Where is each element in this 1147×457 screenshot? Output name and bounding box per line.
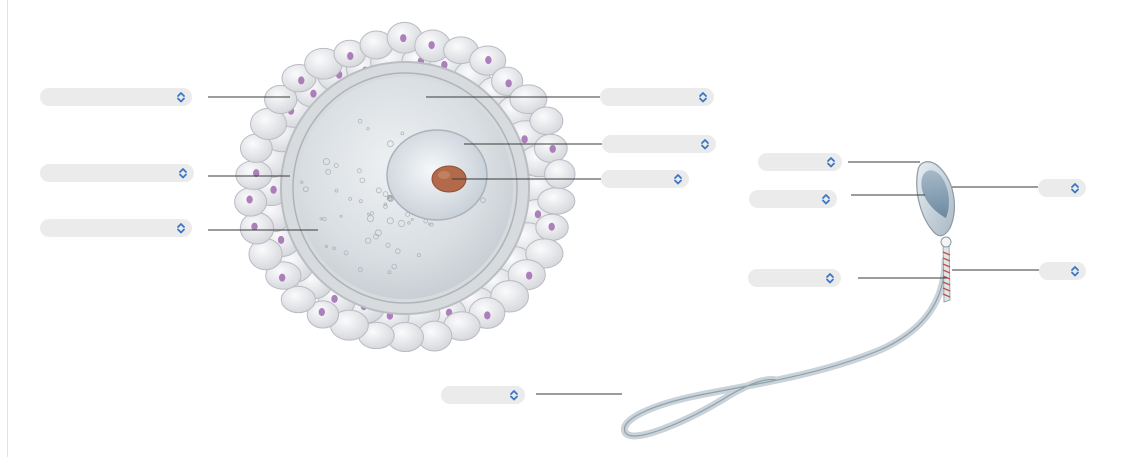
up-down-chevron-icon <box>176 166 190 180</box>
follicle-cell-nucleus <box>310 90 316 98</box>
up-down-chevron-icon <box>823 271 837 285</box>
label-dropdown-3[interactable] <box>40 219 192 237</box>
follicle-cell-nucleus <box>550 145 556 153</box>
follicle-cell-nucleus <box>526 272 532 280</box>
label-dropdown-2[interactable] <box>40 164 194 182</box>
label-dropdown-6[interactable] <box>601 170 689 188</box>
label-dropdown-5[interactable] <box>602 135 716 153</box>
follicle-cell-nucleus <box>347 52 353 60</box>
follicle-cell-nucleus <box>251 223 257 231</box>
follicle-cell-nucleus <box>278 236 284 244</box>
up-down-chevron-icon <box>174 90 188 104</box>
follicle-cell <box>281 286 315 312</box>
follicle-cell-nucleus <box>428 41 434 49</box>
follicle-cell-nucleus <box>548 223 554 231</box>
follicle-cell-nucleus <box>246 196 252 204</box>
follicle-cell-nucleus <box>485 56 491 64</box>
up-down-chevron-icon <box>507 388 521 402</box>
label-dropdown-7[interactable] <box>758 153 842 171</box>
nucleolus-highlight <box>438 171 450 179</box>
up-down-chevron-icon <box>696 90 710 104</box>
follicle-cell-nucleus <box>400 34 406 42</box>
follicle-cell-nucleus <box>535 210 541 218</box>
follicle-cell <box>545 160 575 189</box>
sperm-centriole <box>941 237 951 247</box>
label-dropdown-8[interactable] <box>749 190 837 208</box>
label-dropdown-10[interactable] <box>748 269 841 287</box>
oocyte-illustration <box>235 22 575 351</box>
follicle-cell-nucleus <box>484 311 490 319</box>
follicle-cell-nucleus <box>331 295 337 303</box>
follicle-cell-nucleus <box>270 186 276 194</box>
follicle-cell-nucleus <box>279 274 285 282</box>
label-dropdown-12[interactable] <box>441 386 525 404</box>
up-down-chevron-icon <box>819 192 833 206</box>
label-dropdown-11[interactable] <box>1039 262 1086 280</box>
follicle-cell-nucleus <box>298 76 304 84</box>
follicle-cell-nucleus <box>505 79 511 87</box>
follicle-cell <box>538 188 575 214</box>
up-down-chevron-icon <box>671 172 685 186</box>
up-down-chevron-icon <box>1068 181 1082 195</box>
up-down-chevron-icon <box>1068 264 1082 278</box>
follicle-cell-nucleus <box>319 308 325 316</box>
follicle-cell <box>530 107 563 134</box>
label-dropdown-1[interactable] <box>40 88 192 106</box>
up-down-chevron-icon <box>698 137 712 151</box>
up-down-chevron-icon <box>174 221 188 235</box>
up-down-chevron-icon <box>824 155 838 169</box>
follicle-cell-nucleus <box>521 135 527 143</box>
label-dropdown-9[interactable] <box>1038 179 1086 197</box>
label-dropdown-4[interactable] <box>600 88 714 106</box>
